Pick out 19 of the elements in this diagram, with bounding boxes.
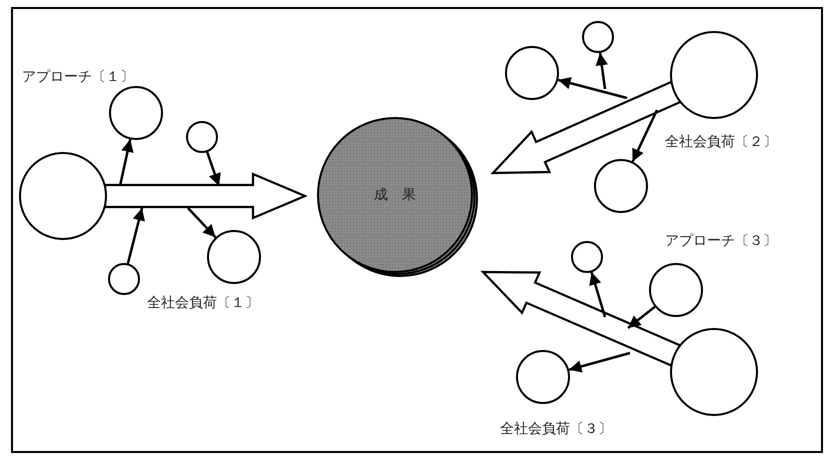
- arrow: [206, 152, 221, 186]
- group-label: アプローチ〔３〕: [665, 232, 777, 250]
- arrow: [118, 139, 134, 186]
- block-arrow: [490, 80, 682, 174]
- result-label: 成 果: [374, 186, 416, 204]
- arrow: [558, 77, 628, 100]
- group-label: アプローチ〔１〕: [22, 68, 134, 86]
- arrow: [187, 207, 216, 238]
- arrow: [631, 109, 658, 162]
- block-arrow: [104, 172, 308, 220]
- block-arrow: [480, 270, 682, 367]
- arrow: [568, 352, 630, 372]
- arrow: [589, 272, 606, 318]
- arrow: [596, 52, 608, 90]
- group-label: 全社会負荷〔３〕: [500, 420, 612, 438]
- arrow: [627, 306, 656, 329]
- group-label: 全社会負荷〔２〕: [665, 133, 777, 151]
- arrow: [126, 208, 145, 264]
- group-label: 全社会負荷〔１〕: [147, 294, 259, 312]
